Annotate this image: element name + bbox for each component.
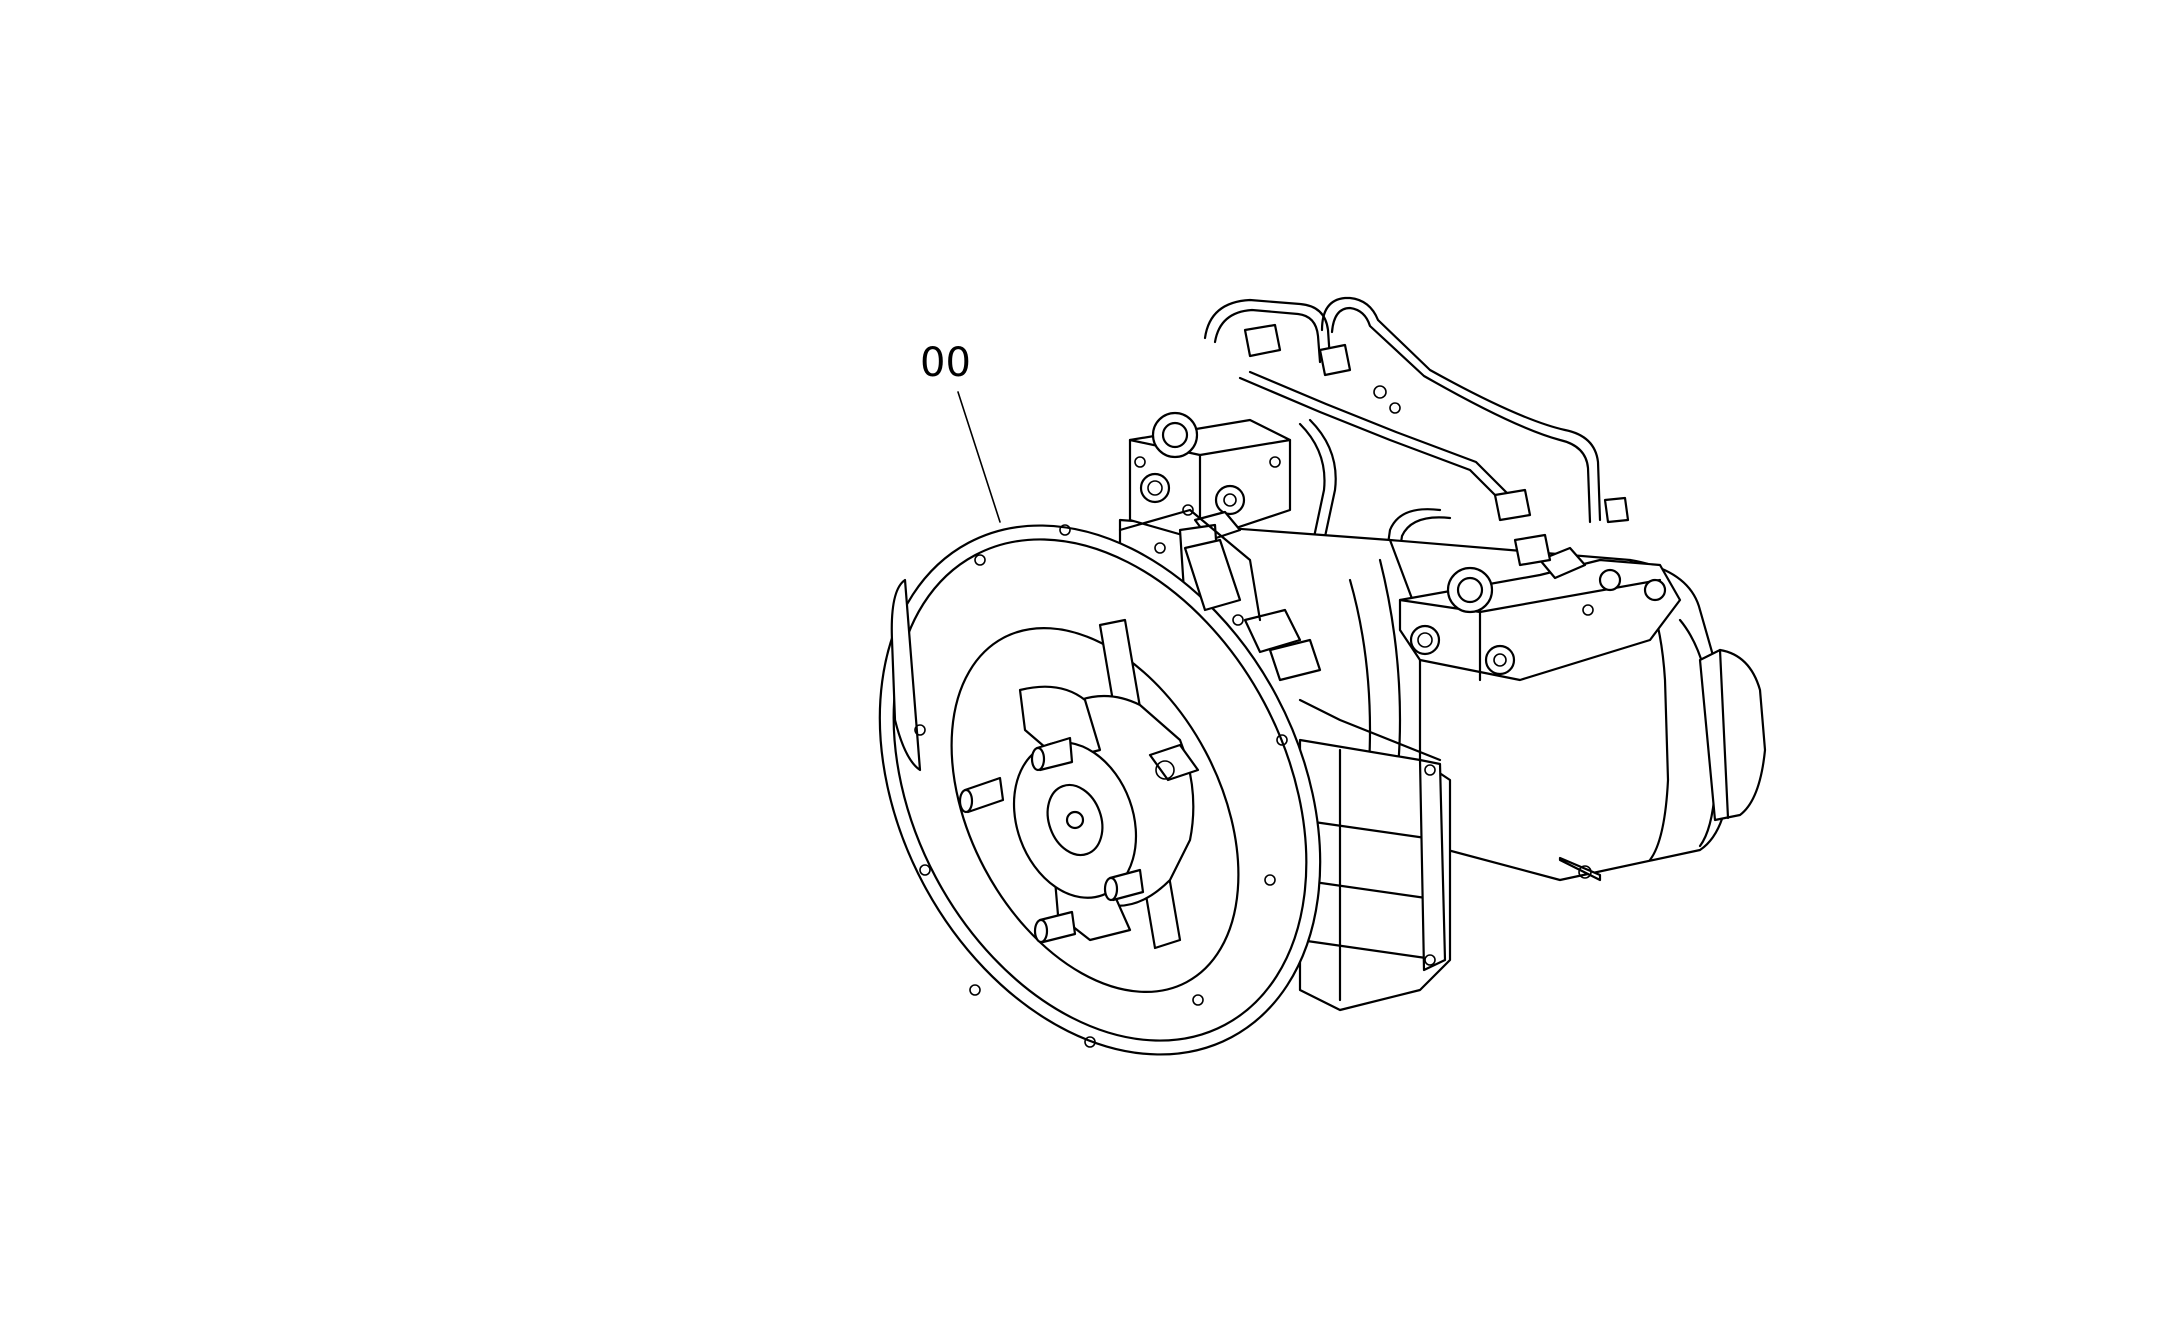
regulator-valve-rear [1398, 546, 1682, 682]
callout-label: 00 [920, 340, 971, 386]
regulator-valve-front [1128, 411, 1292, 542]
callout-00[interactable]: 00 [920, 340, 1001, 523]
coupling-disc [950, 618, 1240, 994]
hydraulic-pump-assembly [878, 296, 1767, 1056]
gear-case [1298, 738, 1452, 1012]
leader-line [957, 391, 1001, 523]
coupling-studs [958, 736, 1145, 944]
shaft-housing [1118, 508, 1442, 762]
